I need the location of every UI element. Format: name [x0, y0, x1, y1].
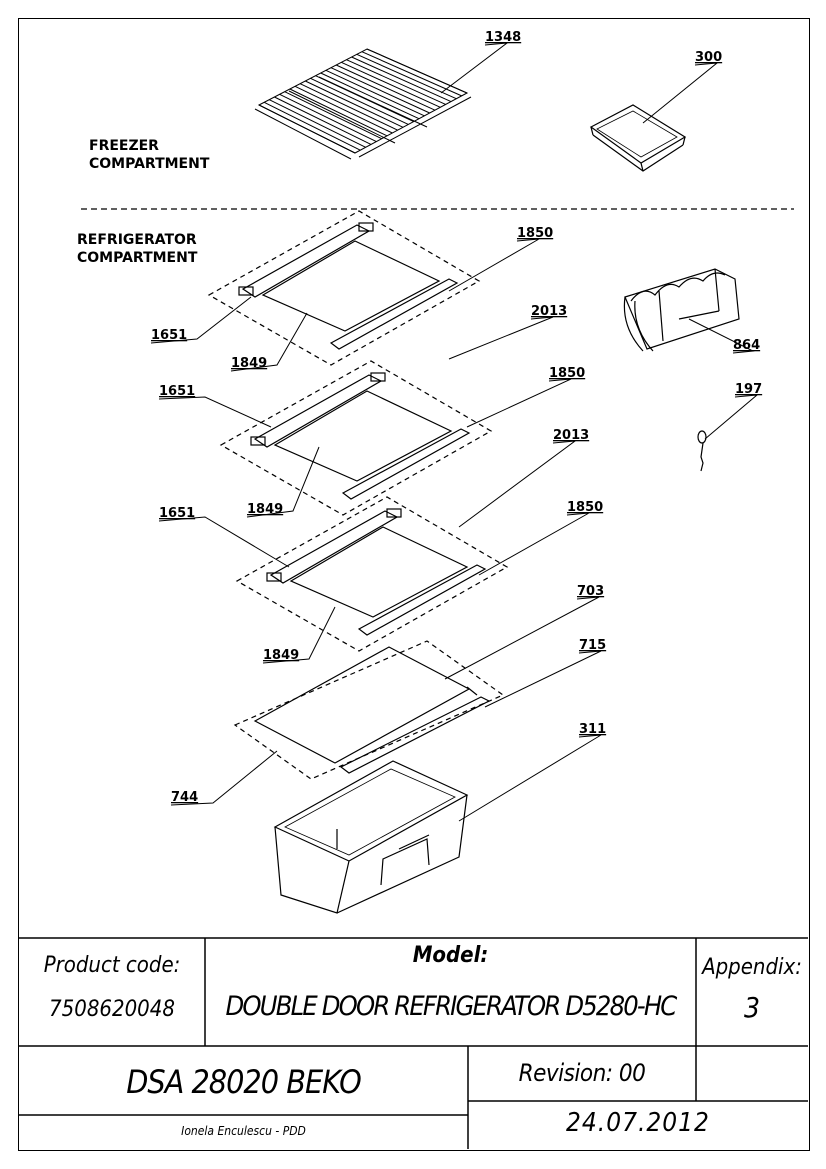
part-number-label: 1651 — [151, 328, 187, 343]
model-label: Model: — [412, 943, 489, 968]
product-code-value: 7508620048 — [49, 997, 175, 1022]
wire-shelf-part — [254, 48, 472, 160]
leader-line — [158, 516, 290, 568]
leader-line — [448, 316, 554, 360]
part-number-label: 715 — [579, 638, 606, 653]
date-value: 24.07.2012 — [566, 1108, 710, 1138]
leader-line — [688, 318, 755, 354]
leader-line — [466, 378, 572, 428]
egg-tray-part — [623, 268, 740, 352]
appendix-value: 3 — [743, 991, 761, 1024]
leader-line — [246, 446, 320, 518]
exploded-parts-diagram: 1348 300 1850 2013 1651 1849 864 1651 1850 197 201… — [81, 30, 794, 914]
leader-line — [478, 512, 590, 576]
part-number-label: 311 — [579, 722, 606, 737]
part-number-label: 1849 — [247, 502, 283, 517]
leader-line — [440, 42, 509, 94]
leader-line — [484, 650, 602, 708]
leader-line — [458, 734, 602, 822]
appendix-label: Appendix: — [702, 955, 802, 980]
leader-line — [704, 394, 759, 440]
leader-line — [444, 596, 600, 680]
part-number-label: 1651 — [159, 506, 195, 521]
part-number-label: 1850 — [567, 500, 603, 515]
drawing-sheet: 1348 300 1850 2013 1651 1849 864 1651 1850 197 201… — [18, 18, 810, 1151]
leader-line — [230, 312, 308, 372]
glass-shelf-assembly — [219, 360, 493, 516]
leader-line — [158, 396, 272, 428]
leader-line — [458, 440, 577, 528]
crisper-cover-part — [233, 640, 505, 780]
glass-shelf-assembly — [235, 496, 509, 652]
part-number-label: 744 — [171, 790, 198, 805]
leader-line — [150, 296, 252, 344]
part-number-label: 1348 — [485, 30, 521, 45]
part-number-label: 1849 — [231, 356, 267, 371]
dsa-title: DSA 28020 BEKO — [126, 1063, 362, 1101]
part-number-label: 1850 — [549, 366, 585, 381]
part-number-label: 1849 — [263, 648, 299, 663]
model-value: DOUBLE DOOR REFRIGERATOR D5280-HC — [225, 991, 678, 1022]
freezer-compartment-label: FREEZER COMPARTMENT — [89, 138, 210, 172]
part-number-label: 1850 — [517, 226, 553, 241]
leader-line — [262, 606, 336, 664]
leader-line — [170, 750, 278, 806]
refrigerator-compartment-label: REFRIGERATOR COMPARTMENT — [77, 232, 198, 266]
part-number-label: 197 — [735, 382, 762, 397]
pin-part — [697, 430, 707, 472]
product-code-label: Product code: — [43, 953, 181, 978]
title-block-grid — [19, 937, 808, 1149]
part-number-label: 864 — [733, 338, 760, 353]
part-number-label: 703 — [577, 584, 604, 599]
leader-line — [642, 62, 719, 124]
part-number-label: 2013 — [553, 428, 589, 443]
part-number-label: 1651 — [159, 384, 195, 399]
ice-tray-part — [589, 104, 687, 172]
part-number-label: 300 — [695, 50, 722, 65]
author-value: Ionela Enculescu - PDD — [181, 1124, 306, 1138]
crisper-drawer-part — [273, 760, 469, 914]
revision-label: Revision: 00 — [518, 1059, 646, 1087]
leader-line — [448, 238, 540, 292]
part-number-label: 2013 — [531, 304, 567, 319]
glass-shelf-assembly — [207, 210, 481, 366]
